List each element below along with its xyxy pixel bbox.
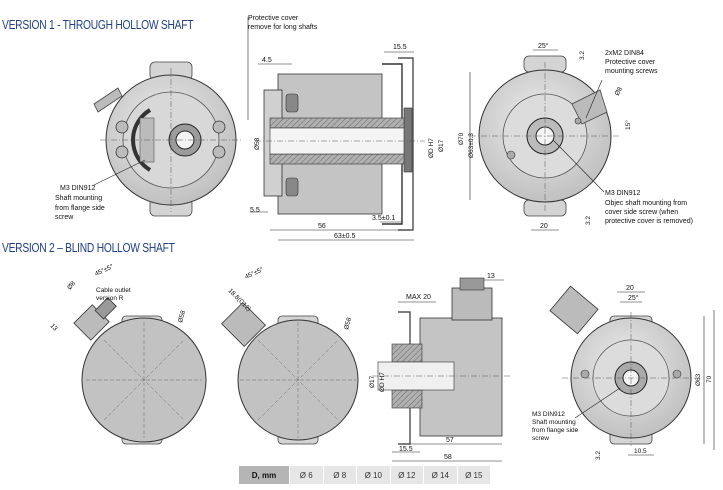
v2-dim-max-20: MAX 20 <box>406 294 431 301</box>
v2-label-cable-outlet: Cable outlet <box>96 287 131 294</box>
v1-dim-25deg: 25° <box>538 42 549 50</box>
v2-label-screw: screw <box>532 435 549 442</box>
v2-dim-45deg-a: 45°±5° <box>93 262 115 278</box>
v1-label-m3-din912-b: M3 DIN912 <box>605 190 641 197</box>
v1-dim-15-5: 15.5 <box>393 44 407 51</box>
v2-dim-45deg-b: 45°±5° <box>243 265 265 281</box>
v1-rear-view <box>470 55 620 217</box>
v2-label-from-flange: from flange side <box>532 427 579 434</box>
v2-rear-view <box>549 285 700 446</box>
v1-dim-dD-h7: ØD H7 <box>428 138 435 158</box>
v1-dim-3-2-bottom: 3.2 <box>585 216 592 225</box>
v2-dim-3-2: 3.2 <box>595 451 602 460</box>
v2-dim-d58-b: Ø58 <box>343 316 353 330</box>
v2-dim-57: 57 <box>446 437 454 444</box>
v2-dim-25deg: 25° <box>628 294 639 302</box>
v1-dim-3-5: 3.5±0.1 <box>372 215 395 222</box>
table-cell-d14: Ø 14 <box>423 466 457 484</box>
v2-side-view <box>372 277 510 445</box>
version2-title: VERSION 2 – BLIND HOLLOW SHAFT <box>2 241 175 255</box>
v1-label-from-flange: from flange side <box>55 205 105 212</box>
v1-label-prot-cover-mount: Protective cover <box>605 59 656 66</box>
v1-label-objec-shaft: Objec shaft mounting from <box>605 200 687 207</box>
v2-dim-13-a: 13 <box>49 322 59 332</box>
v2-connector-view <box>221 301 359 445</box>
table-cell-d10: Ø 10 <box>356 466 390 484</box>
v1-label-2xm2-din84: 2xM2 DIN84 <box>605 50 644 57</box>
v2-dim-20: 20 <box>626 285 634 292</box>
v2-label-shaft-mounting: Shaft mounting <box>532 419 576 426</box>
v1-dim-56: 56 <box>318 223 326 230</box>
v1-dim-15deg: 15° <box>624 120 632 130</box>
v1-dim-3-2-top: 3.2 <box>579 51 586 60</box>
v2-cable-view <box>73 297 207 445</box>
v1-dim-20: 20 <box>540 223 548 230</box>
v2-label-m3-din912: M3 DIN912 <box>532 411 565 418</box>
v2-dim-10-5: 10.5 <box>634 448 647 455</box>
v1-label-m3-din912: M3 DIN912 <box>60 185 96 192</box>
v2-label-version-r: version R <box>96 295 124 302</box>
v2-dim-d17: Ø17 <box>369 375 376 388</box>
v1-dim-d70: Ø70 <box>458 132 465 145</box>
v1-label-cover-side-screw: cover side screw (when <box>605 209 678 216</box>
v1-dim-d17: Ø17 <box>438 139 445 152</box>
shaft-diameter-table: D, mm Ø 6 Ø 8 Ø 10 Ø 12 Ø 14 Ø 15 <box>239 466 490 484</box>
v2-dim-58: 58 <box>444 454 452 461</box>
v1-label-prot-removed: protective cover is removed) <box>605 218 693 225</box>
v2-dim-d63: Ø63 <box>695 373 702 386</box>
v2-dim-13-b: 13 <box>487 273 495 280</box>
v1-dim-5-5: 5.5 <box>250 207 260 214</box>
v1-dim-d63: Ø63±0.3 <box>468 133 475 158</box>
v1-label-mounting-screws: mounting screws <box>605 68 658 75</box>
v2-dim-70: 70 <box>706 375 713 383</box>
v1-dim-d58: Ø58 <box>254 137 261 150</box>
table-cell-d6: Ø 6 <box>289 466 323 484</box>
v1-label-screw: screw <box>55 214 74 221</box>
v1-side-view <box>255 57 425 231</box>
v1-dim-4-5: 4.5 <box>262 57 272 64</box>
v2-dim-d58-a: Ø58 <box>177 309 187 323</box>
v1-dim-d8: Ø8 <box>614 86 625 97</box>
v1-label-remove-long-shafts: remove for long shafts <box>248 24 318 31</box>
v1-dim-63: 63±0.5 <box>334 233 355 240</box>
table-cell-d12: Ø 12 <box>389 466 423 484</box>
v2-dim-dD-h7: ØD H7 <box>379 372 386 392</box>
table-header-d-mm: D, mm <box>239 466 289 484</box>
v2-dim-15-5: 15.5 <box>399 446 413 453</box>
v1-label-protective-cover: Protective cover <box>248 15 299 22</box>
version1-title: VERSION 1 - THROUGH HOLLOW SHAFT <box>2 18 194 32</box>
table-cell-d15: Ø 15 <box>456 466 490 484</box>
v1-label-shaft-mounting: Shaft mounting <box>55 195 102 202</box>
v2-dim-d8-a: Ø8 <box>66 280 77 291</box>
v1-front-view <box>91 61 242 217</box>
table-cell-d8: Ø 8 <box>322 466 356 484</box>
